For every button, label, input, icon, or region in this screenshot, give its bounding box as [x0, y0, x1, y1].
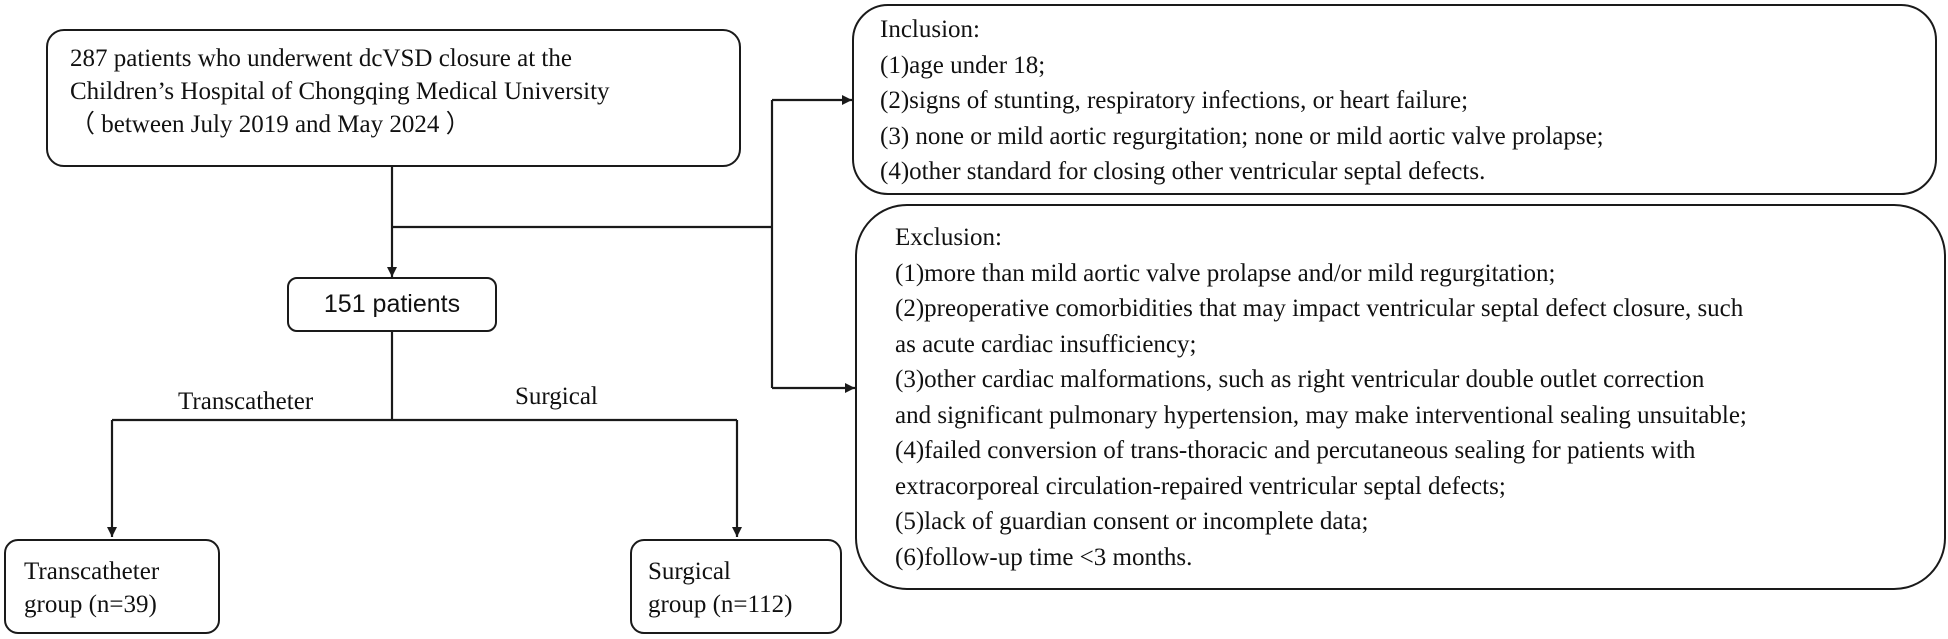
exclusion-line-7: (4)failed conversion of trans-thoracic a…: [895, 437, 1696, 464]
exclusion-line-2: (1)more than mild aortic valve prolapse …: [895, 259, 1556, 287]
inclusion-line-5: (4)other standard for closing other vent…: [880, 158, 1486, 185]
transcatheter-line-2: group (n=39): [24, 591, 157, 618]
inclusion-line-3: (2)signs of stunting, respiratory infect…: [880, 87, 1469, 114]
surgical-line-1: Surgical: [648, 558, 731, 585]
source-line-2: Children’s Hospital of Chongqing Medical…: [70, 78, 610, 105]
exclusion-line-10: (6)follow-up time <3 months.: [895, 543, 1193, 571]
source-line-3: （ between July 2019 and May 2024 ）: [70, 111, 471, 138]
inclusion-line-4: (3) none or mild aortic regurgitation; n…: [880, 122, 1604, 150]
inclusion-line-1: Inclusion:: [880, 16, 980, 43]
exclusion-line-4: as acute cardiac insufficiency;: [895, 330, 1197, 358]
surgical-group-box: Surgical group (n=112): [630, 539, 842, 634]
middle-box-text: 151 patients: [323, 290, 461, 318]
exclusion-line-9: (5)lack of guardian consent or incomplet…: [895, 508, 1369, 535]
inclusion-line-2: (1)age under 18;: [880, 51, 1046, 79]
source-box: 287 patients who underwent dcVSD closure…: [46, 29, 741, 167]
exclusion-box: Exclusion: (1)more than mild aortic valv…: [855, 204, 1946, 590]
middle-box: 151 patients: [287, 277, 497, 332]
branch-label-transcatheter: Transcatheter: [178, 388, 314, 415]
surgical-line-2: group (n=112): [648, 591, 793, 618]
inclusion-box: Inclusion: (1)age under 18; (2)signs of …: [852, 4, 1937, 195]
exclusion-line-3: (2)preoperative comorbidities that may i…: [895, 295, 1744, 322]
exclusion-line-1: Exclusion:: [895, 224, 1002, 251]
transcatheter-group-box: Transcatheter group (n=39): [4, 539, 220, 634]
exclusion-line-8: extracorporeal circulation-repaired vent…: [895, 472, 1506, 500]
exclusion-line-5: (3)other cardiac malformations, such as …: [895, 366, 1705, 393]
branch-label-surgical: Surgical: [515, 383, 598, 410]
source-line-1: 287 patients who underwent dcVSD closure…: [70, 45, 572, 72]
exclusion-line-6: and significant pulmonary hypertension, …: [895, 401, 1747, 429]
transcatheter-line-1: Transcatheter: [24, 558, 160, 585]
